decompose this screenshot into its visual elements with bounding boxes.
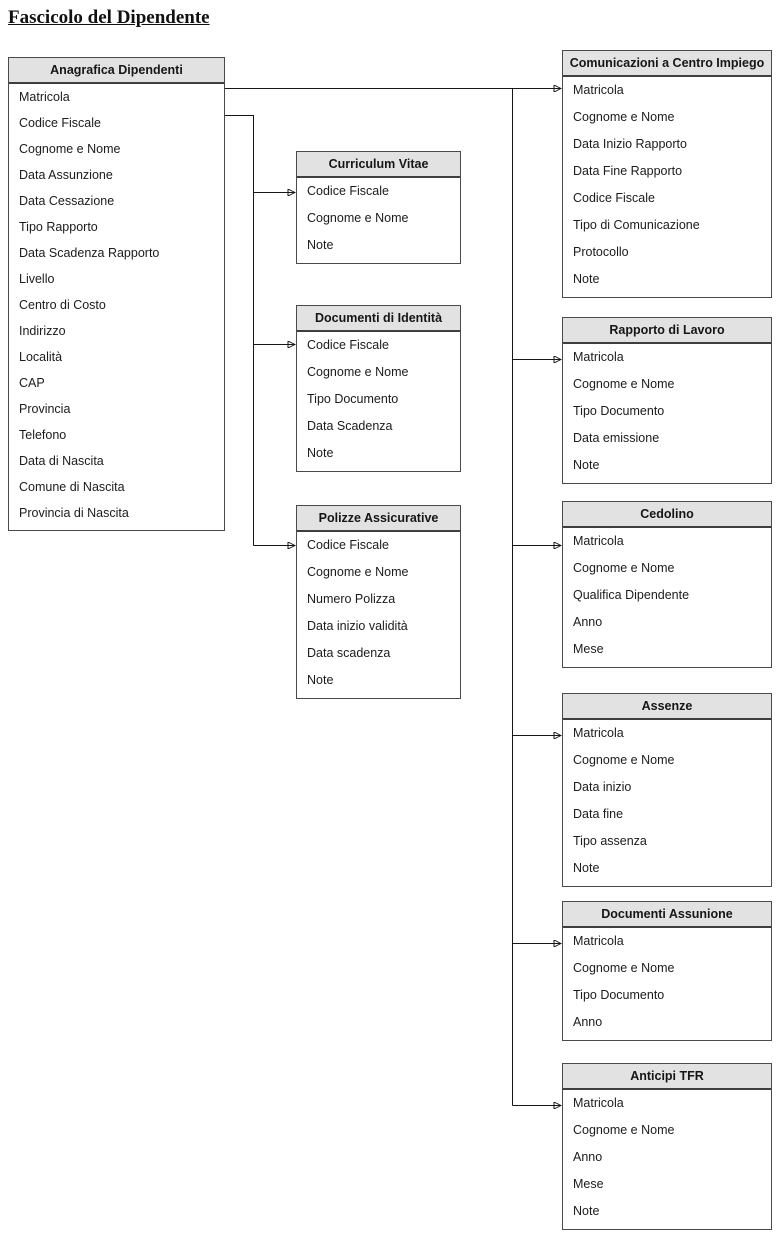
entity-field: Matricola [573,534,624,548]
entity-field: Codice Fiscale [573,191,655,205]
entity-field: Mese [573,1177,604,1191]
entity-field: Cognome e Nome [573,561,675,575]
entity-title: Assenze [563,694,771,720]
entity-field: Tipo Documento [573,404,665,418]
entity-field: Matricola [573,350,624,364]
entity-field: Data Assunzione [19,168,113,182]
entity-field: Cognome e Nome [307,365,409,379]
entity-field: Cognome e Nome [573,961,675,975]
entity-field: Matricola [573,726,624,740]
entity-title: Anticipi TFR [563,1064,771,1090]
entity-field: Indirizzo [19,324,66,338]
entity-field: Codice Fiscale [307,184,389,198]
entity-title: Polizze Assicurative [297,506,460,532]
entity-field: Data Scadenza [307,419,393,433]
entity-field: Anno [573,1015,603,1029]
entity-field: Note [307,446,334,460]
entity-field: Codice Fiscale [307,538,389,552]
entity-field: Data Scadenza Rapporto [19,246,160,260]
entity-title: Documenti Assunione [563,902,771,928]
entity-title: Anagrafica Dipendenti [9,58,224,84]
entity-field: Tipo assenza [573,834,647,848]
entity-field: Cognome e Nome [307,211,409,225]
entity-title: Cedolino [563,502,771,528]
entity-field: Mese [573,642,604,656]
entity-field: Data Cessazione [19,194,115,208]
entity-field: Protocollo [573,245,629,259]
entity-field: Provincia [19,402,71,416]
entity-field: Note [307,238,334,252]
entity-field: Cognome e Nome [19,142,121,156]
entity-field: Note [573,861,600,875]
entity-field: Data di Nascita [19,454,104,468]
entity-field: Cognome e Nome [573,1123,675,1137]
entity-field: Località [19,350,63,364]
entity-field: Centro di Costo [19,298,106,312]
entity-title: Curriculum Vitae [297,152,460,178]
entity-field: Data scadenza [307,646,391,660]
entity-field: Note [307,673,334,687]
entity-field: Data fine [573,807,624,821]
connector-codice-fiscale-trunk [225,115,254,546]
entity-field: Matricola [573,934,624,948]
entity-field: Provincia di Nascita [19,506,129,520]
entity-title: Documenti di Identità [297,306,460,332]
entity-field: Anno [573,1150,603,1164]
entity-field: Telefono [19,428,67,442]
entity-field: Tipo di Comunicazione [573,218,700,232]
entity-field: Tipo Documento [307,392,399,406]
page-title: Fascicolo del Dipendente [8,7,210,28]
entity-field: Tipo Documento [573,988,665,1002]
entity-field: Tipo Rapporto [19,220,98,234]
entity-field: Livello [19,272,55,286]
entity-field: CAP [19,376,45,390]
entity-field: Data inizio [573,780,632,794]
entity-field: Data inizio validità [307,619,408,633]
entity-field: Comune di Nascita [19,480,125,494]
entity-field: Matricola [19,90,70,104]
entity-field: Note [573,1204,600,1218]
entity-field: Cognome e Nome [573,753,675,767]
entity-field: Codice Fiscale [307,338,389,352]
entity-field: Cognome e Nome [573,377,675,391]
entity-field: Matricola [573,83,624,97]
entity-field: Cognome e Nome [307,565,409,579]
entity-title: Rapporto di Lavoro [563,318,771,344]
entity-comunicazioni-a-centro-impiego: Comunicazioni a Centro Impiego Matricola… [562,50,772,298]
entity-field: Cognome e Nome [573,110,675,124]
entity-title: Comunicazioni a Centro Impiego [563,51,771,77]
entity-field: Matricola [573,1096,624,1110]
entity-field: Anno [573,615,603,629]
entity-field: Codice Fiscale [19,116,101,130]
entity-field: Note [573,272,600,286]
entity-field: Data Fine Rapporto [573,164,683,178]
entity-field: Data Inizio Rapporto [573,137,687,151]
entity-field: Numero Polizza [307,592,396,606]
entity-field: Data emissione [573,431,660,445]
entity-field: Note [573,458,600,472]
entity-field: Qualifica Dipendente [573,588,690,602]
